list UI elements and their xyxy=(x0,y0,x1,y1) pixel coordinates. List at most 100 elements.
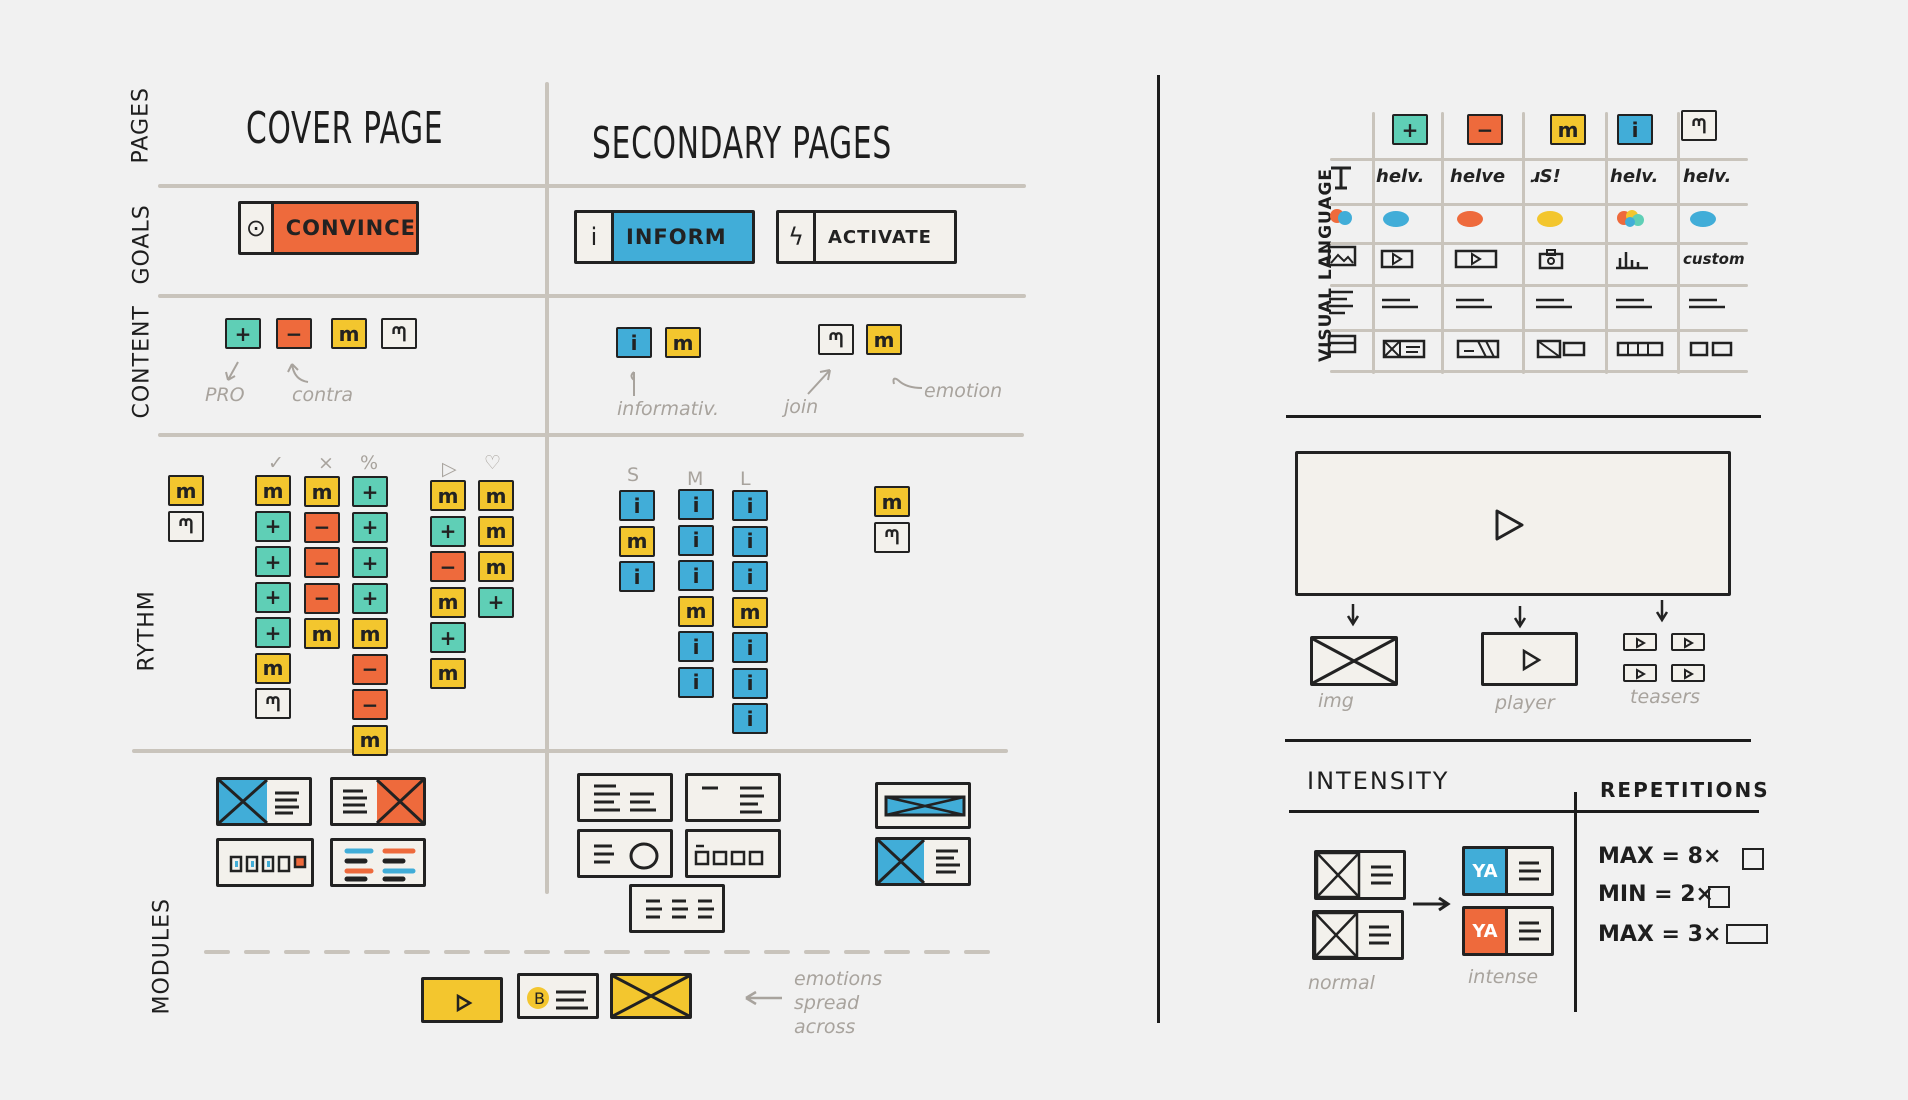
play-icon xyxy=(1684,668,1695,680)
image-placeholder-icon xyxy=(217,778,269,825)
content-tile-plus: + xyxy=(225,318,261,349)
grid-line-goals xyxy=(158,184,1026,188)
rythm-tile-info: i xyxy=(678,489,714,520)
play-icon xyxy=(1495,509,1524,541)
rythm-tile-info: i xyxy=(619,561,655,592)
vl-font-sample: helv. xyxy=(1683,166,1732,187)
rythm-tile-m: m xyxy=(255,475,291,506)
vl-header-tile-m: m xyxy=(1550,114,1586,145)
row-label-pages: PAGES xyxy=(128,87,154,164)
rythm-tile-info: i xyxy=(732,561,768,592)
vl-layout-icon xyxy=(1327,334,1357,354)
rythm-tile-m: m xyxy=(352,724,388,756)
intense-badge-blue: YA xyxy=(1465,849,1508,893)
note-emotion: emotion xyxy=(924,380,1003,402)
arrow-emotions xyxy=(745,990,782,1006)
dash-segment xyxy=(364,950,390,954)
rythm-mark-heart: ♡ xyxy=(484,452,502,474)
arrow-informativ xyxy=(630,371,635,396)
vl-media-icon xyxy=(1616,252,1648,270)
vl-grid-col-line xyxy=(1441,112,1444,374)
note-intense: intense xyxy=(1468,966,1539,988)
vl-grid-row-line xyxy=(1330,242,1748,245)
media-teaser-1 xyxy=(1623,633,1657,651)
rythm-tile-minus: − xyxy=(304,547,340,578)
checkbox-max-8[interactable] xyxy=(1742,848,1764,870)
rythm-mark-m: M xyxy=(687,468,704,490)
module-emoji-text: B xyxy=(517,973,599,1019)
rythm-tile-info: i xyxy=(732,703,768,734)
dash-segment xyxy=(524,950,550,954)
vl-color-swatch xyxy=(1690,211,1716,227)
three-columns-icon xyxy=(646,899,714,919)
info-icon: i xyxy=(577,213,614,261)
media-teaser-2 xyxy=(1671,633,1705,651)
dash-segment xyxy=(324,950,350,954)
icon-strip-icon xyxy=(694,844,764,866)
image-placeholder-icon xyxy=(1313,911,1359,959)
rythm-tile-m: m xyxy=(430,657,466,689)
vl-type-icon xyxy=(1331,166,1351,190)
note-pro: PRO xyxy=(205,384,245,406)
rythm-tile-info: i xyxy=(732,667,768,699)
vl-layout-icon xyxy=(1536,339,1586,359)
note-contra: contra xyxy=(292,384,354,406)
repetitions-title: REPETITIONS xyxy=(1600,778,1770,802)
intensity-intense-module-1: YA xyxy=(1462,846,1554,896)
vl-grid-row-line xyxy=(1330,158,1748,161)
dash-segment xyxy=(804,950,830,954)
play-icon xyxy=(1636,668,1647,680)
lightning-icon: ϟ xyxy=(779,213,816,261)
vl-font-sample: helv. xyxy=(1610,166,1659,187)
image-placeholder-icon xyxy=(876,838,926,885)
intensity-normal-module-2 xyxy=(1312,910,1404,960)
arrow-emotion xyxy=(892,377,923,389)
rythm-tile-wave: ᘉ xyxy=(874,521,910,553)
text-lines-icon xyxy=(936,849,960,874)
arrow-down-player xyxy=(1513,606,1527,629)
heading-text-icon xyxy=(702,786,764,814)
dash-segment xyxy=(884,950,910,954)
note-join: join xyxy=(784,396,819,418)
rythm-tile-plus: + xyxy=(255,510,291,542)
checkbox-max-3[interactable] xyxy=(1726,924,1768,944)
note-normal: normal xyxy=(1308,972,1375,994)
arrow-down-teasers xyxy=(1655,600,1669,623)
text-lines-icon xyxy=(1369,925,1391,945)
content-tile-m-2: m xyxy=(665,327,701,358)
dash-segment xyxy=(244,950,270,954)
right-divider-3 xyxy=(1289,810,1759,813)
rythm-tile-m: m xyxy=(304,476,340,507)
checkbox-min-2[interactable] xyxy=(1708,886,1730,908)
rythm-tile-info: i xyxy=(732,490,768,521)
rythm-mark-percent: % xyxy=(360,452,379,474)
vl-align-lines xyxy=(1456,298,1492,309)
note-across: across xyxy=(794,1016,856,1038)
rythm-tile-plus: + xyxy=(430,515,466,547)
rythm-tile-plus: + xyxy=(352,582,388,614)
media-player xyxy=(1481,632,1578,686)
vl-grid-col-line xyxy=(1522,112,1525,374)
row-label-modules: MODULES xyxy=(149,898,175,1015)
play-icon xyxy=(1522,648,1542,672)
video-stage xyxy=(1295,451,1731,596)
vl-color-swatch xyxy=(1537,211,1563,227)
intense-badge-orange: YA xyxy=(1465,909,1508,953)
rythm-tile-m: m xyxy=(478,551,514,582)
rythm-tile-minus: − xyxy=(304,582,340,614)
text-lines-icon xyxy=(275,791,299,815)
text-circle-icon xyxy=(594,842,659,870)
note-player: player xyxy=(1495,692,1555,714)
rythm-tile-m: m xyxy=(430,480,466,511)
vl-grid-col-line xyxy=(1605,112,1608,374)
vl-grid-row-line xyxy=(1330,284,1748,287)
dash-segment xyxy=(564,950,590,954)
vl-color-swatch xyxy=(1617,210,1644,227)
image-placeholder-icon xyxy=(612,974,690,1018)
module-video-yellow xyxy=(421,977,503,1023)
dash-segment xyxy=(684,950,710,954)
dash-segment xyxy=(484,950,510,954)
rythm-tile-info: i xyxy=(678,666,714,698)
text-lines-icon xyxy=(343,789,367,814)
dash-segment xyxy=(204,950,230,954)
